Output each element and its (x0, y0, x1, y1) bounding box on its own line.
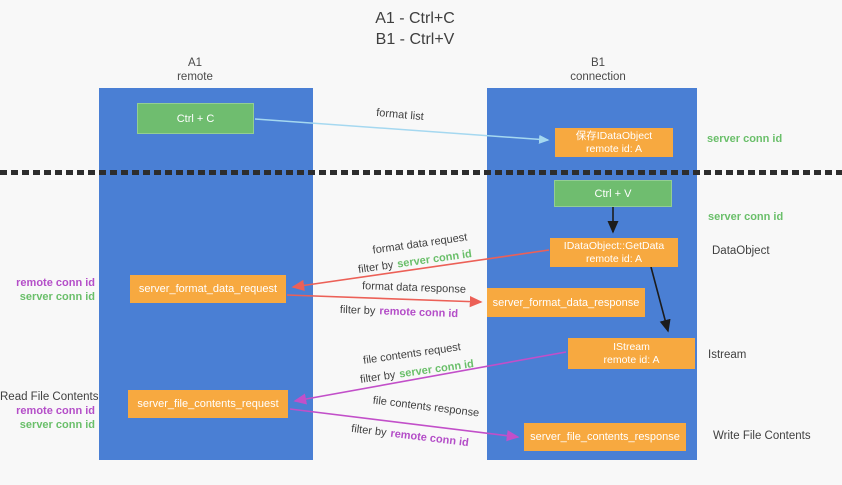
edge-label-format-list: format list (375, 106, 425, 124)
server-file-contents-response-node: server_file_contents_response (524, 423, 686, 451)
istream-title: IStream (613, 340, 650, 353)
getdata-node: IDataObject::GetData remote id: A (550, 238, 678, 267)
ctrl-c-label: Ctrl + C (176, 112, 215, 125)
save-idataobject-node: 保存IDataObject remote id: A (555, 128, 673, 157)
getdata-subtitle: remote id: A (585, 252, 643, 265)
column-b-role: connection (570, 71, 626, 83)
column-a-name: A1 (187, 57, 203, 69)
annotation-server-conn-id-1: server conn id (19, 291, 95, 303)
edge-label-file-contents-response: file contents response (372, 394, 480, 420)
filter-prefix: filter by (359, 369, 397, 386)
filter-key-server-conn-id: server conn id (398, 358, 475, 381)
annotation-read-file-contents: Read File Contents (0, 391, 99, 403)
getdata-title: IDataObject::GetData (563, 239, 665, 252)
server-format-data-response-node: server_format_data_response (487, 288, 645, 317)
arrow-format-data-response (286, 294, 483, 308)
annotation-server-conn-id-2: server conn id (19, 419, 95, 431)
annotation-server-conn-id-mid: server conn id (708, 211, 784, 223)
filter-prefix: filter by (357, 259, 395, 276)
title-line-2: B1 - Ctrl+V (375, 31, 455, 48)
phase-separator-line (0, 170, 842, 175)
filter-key-remote-conn-id: remote conn id (389, 427, 470, 450)
server-format-data-request-label: server_format_data_request (138, 283, 278, 295)
title-line-1: A1 - Ctrl+C (375, 10, 455, 27)
diagram-title: A1 - Ctrl+C B1 - Ctrl+V (330, 8, 500, 50)
ctrl-v-node: Ctrl + V (554, 180, 672, 207)
save-idataobject-title: 保存IDataObject (575, 129, 653, 142)
filter-prefix: filter by (339, 303, 376, 318)
edge-label-format-data-response: format data response (361, 280, 467, 296)
annotation-dataobject: DataObject (712, 245, 770, 257)
server-format-data-response-label: server_format_data_response (492, 296, 640, 309)
istream-node: IStream remote id: A (568, 338, 695, 369)
annotation-write-file-contents: Write File Contents (713, 430, 811, 442)
column-b-name: B1 (590, 57, 606, 69)
annotation-istream: Istream (708, 349, 747, 361)
server-format-data-request-node: server_format_data_request (130, 275, 286, 303)
ctrl-c-node: Ctrl + C (137, 103, 254, 134)
column-b-header: B1 connection (543, 56, 653, 84)
column-a-role: remote (177, 71, 213, 83)
server-file-contents-request-label: server_file_contents_request (137, 398, 279, 410)
server-file-contents-request-node: server_file_contents_request (128, 390, 288, 418)
annotation-server-conn-id-top: server conn id (707, 133, 783, 145)
annotation-remote-conn-id-1: remote conn id (16, 277, 95, 289)
annotation-remote-conn-id-2: remote conn id (16, 405, 95, 417)
istream-subtitle: remote id: A (603, 353, 660, 366)
save-idataobject-subtitle: remote id: A (585, 142, 643, 155)
ctrl-v-label: Ctrl + V (594, 187, 632, 200)
filter-prefix: filter by (350, 422, 388, 440)
column-a-header: A1 remote (140, 56, 250, 84)
filter-key-remote-conn-id: remote conn id (379, 305, 459, 321)
server-file-contents-response-label: server_file_contents_response (530, 431, 680, 443)
